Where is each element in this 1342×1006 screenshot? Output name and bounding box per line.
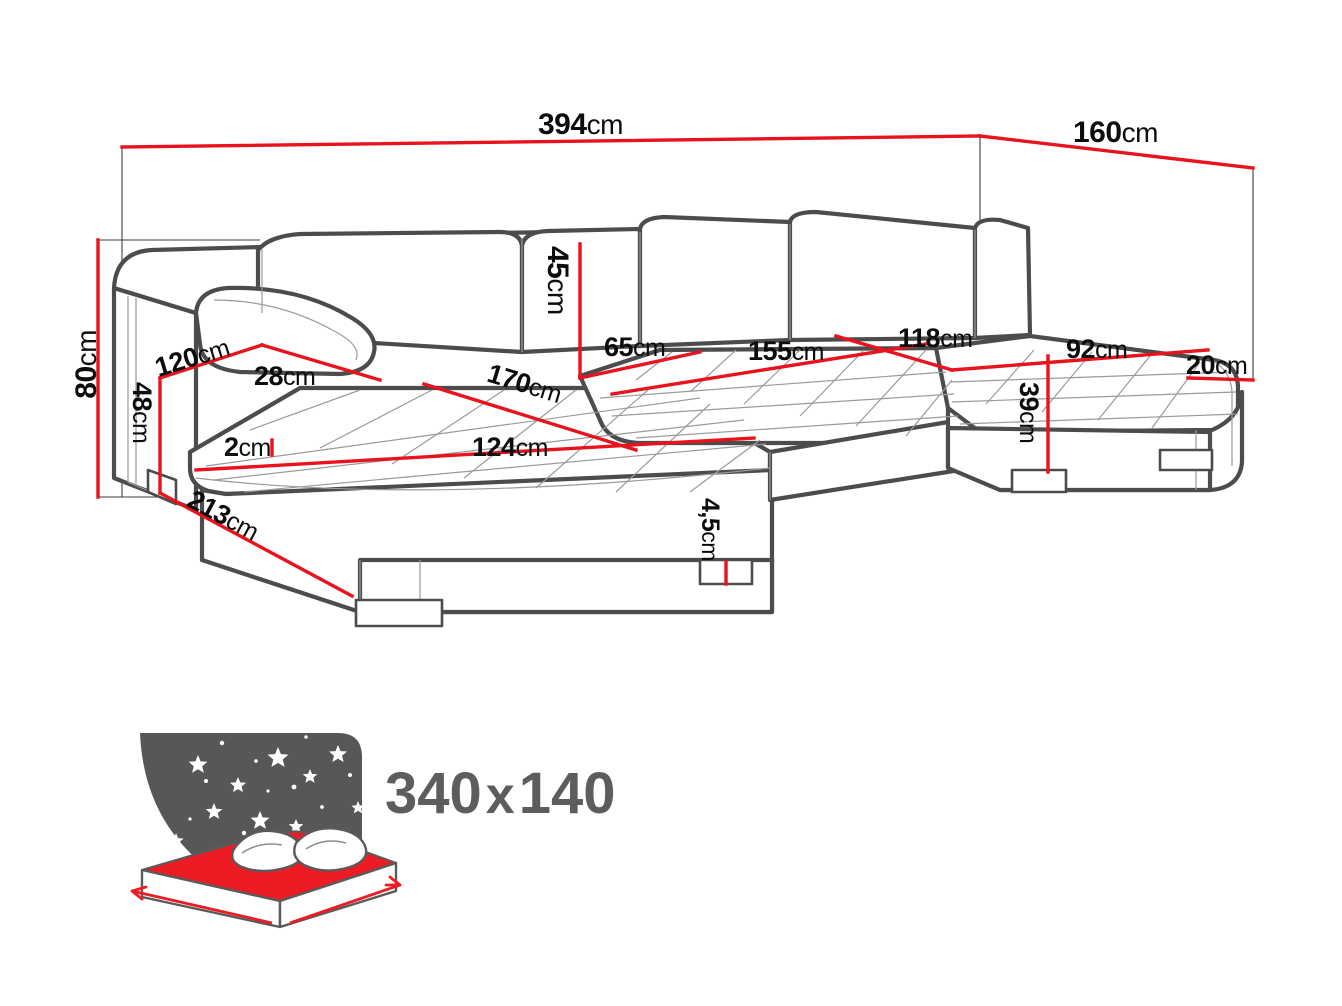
dimension-label-right-chaise-depth: 92cm <box>1066 334 1128 364</box>
dimension-label-overall-height: 80cm <box>70 330 103 399</box>
sleeping-area-size-label: 340x140 <box>385 760 615 827</box>
dimension-label-seat-depth-corner: 65cm <box>604 332 666 362</box>
dimension-label-seat-height-right: 39cm <box>1014 382 1044 444</box>
bed-night-icon <box>130 733 402 929</box>
upholstery-detail <box>127 224 1239 612</box>
dimension-label-middle-seat-width: 155cm <box>748 336 824 366</box>
sofa-outline <box>111 209 1245 615</box>
dimension-label-backrest-height: 45cm <box>541 246 574 315</box>
dimension-label-right-chaise-width: 118cm <box>898 323 973 353</box>
sleeping-area-length: 140 <box>518 761 616 826</box>
dimension-label-armrest-gap: 2cm <box>224 432 271 462</box>
dimension-label-armrest-height: 48cm <box>127 382 157 444</box>
sleeping-area-width: 340 <box>385 761 482 826</box>
sleeping-area-badge: 340x140 <box>110 715 650 935</box>
dimension-label-overall-depth: 160cm <box>1073 116 1158 149</box>
dimension-label-overall-width: 394cm <box>538 108 623 141</box>
sofa-legs <box>146 448 1214 628</box>
dimension-label-seat-width-left: 124cm <box>472 432 548 462</box>
sleeping-area-separator: x <box>485 767 515 825</box>
dimension-label-right-arm-width: 20cm <box>1186 350 1248 380</box>
dimension-label-armrest-width: 28cm <box>254 361 316 391</box>
dimension-label-leg-height: 4,5cm <box>696 498 724 561</box>
dimension-lines <box>96 134 1255 599</box>
